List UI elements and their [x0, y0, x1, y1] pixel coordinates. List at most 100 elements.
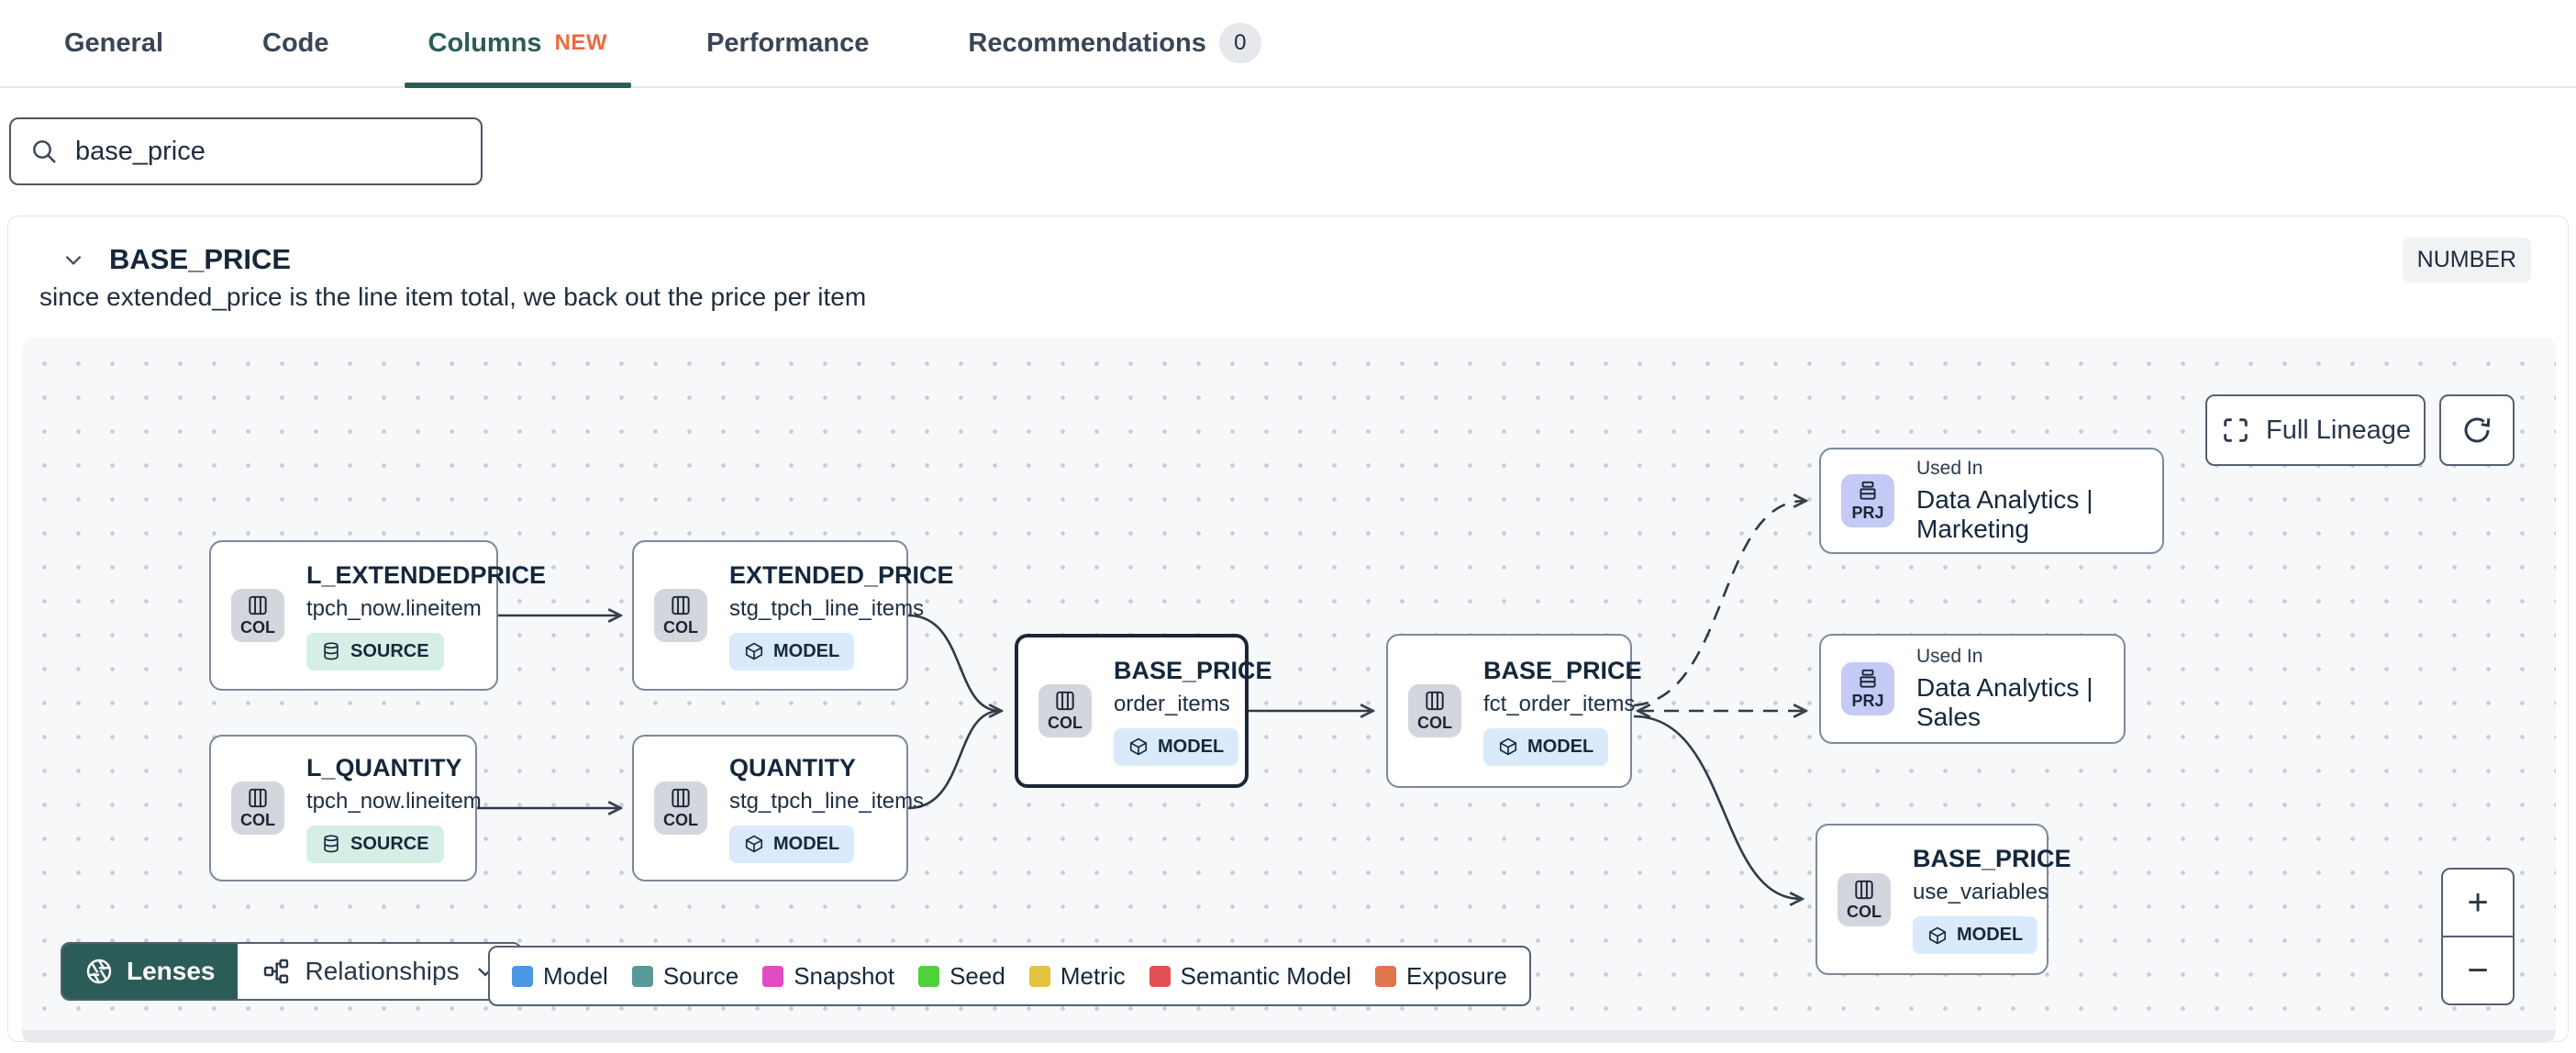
- model-badge: MODEL: [1483, 727, 1609, 766]
- lineage-node-base-price-fct-order-items[interactable]: COL BASE_PRICE fct_order_items MODEL: [1386, 634, 1642, 788]
- used-in-label: Used In: [1916, 646, 1983, 667]
- lineage-node-l-extendedprice[interactable]: COL L_EXTENDEDPRICE tpch_now.lineitem SO…: [209, 540, 546, 691]
- legend-swatch-seed: [918, 965, 940, 987]
- legend-item-snapshot: Snapshot: [762, 962, 894, 991]
- node-subtitle: tpch_now.lineitem: [306, 595, 482, 621]
- collapse-chevron-icon[interactable]: [61, 248, 85, 272]
- lineage-node-used-in-marketing[interactable]: PRJ Used In Data Analytics | Marketing: [1819, 448, 2164, 554]
- lineage-node-base-price-use-variables[interactable]: COL BASE_PRICE use_variables MODEL: [1815, 824, 2071, 975]
- node-title: BASE_PRICE: [1913, 845, 2071, 872]
- legend-swatch-model: [512, 965, 533, 987]
- model-badge: MODEL: [729, 632, 855, 671]
- lineage-node-used-in-sales[interactable]: PRJ Used In Data Analytics | Sales: [1819, 634, 2126, 744]
- refresh-icon: [2464, 417, 2491, 443]
- column-icon: [1855, 880, 1873, 899]
- legend-item-source: Source: [631, 962, 738, 991]
- legend-swatch-metric: [1028, 965, 1050, 987]
- column-search: [9, 117, 483, 185]
- node-title: QUANTITY: [729, 753, 856, 781]
- node-subtitle: fct_order_items: [1483, 691, 1636, 716]
- node-title: L_QUANTITY: [306, 753, 462, 781]
- column-chip: COL: [654, 589, 707, 642]
- column-chip: COL: [1838, 872, 1891, 926]
- tab-columns[interactable]: Columns NEW: [404, 0, 632, 88]
- active-tab-underline: [404, 83, 632, 88]
- legend-item-seed: Seed: [918, 962, 1005, 991]
- zoom-controls: + −: [2441, 868, 2515, 1005]
- model-badge: MODEL: [1913, 916, 2038, 954]
- column-icon: [672, 788, 690, 808]
- new-badge: NEW: [554, 30, 608, 55]
- column-icon: [249, 595, 267, 615]
- tab-bar: General Code Columns NEW Performance Rec…: [0, 0, 2576, 88]
- cube-icon: [1499, 737, 1517, 756]
- column-chip: COL: [231, 781, 284, 835]
- zoom-out-button[interactable]: −: [2467, 949, 2489, 991]
- node-title: EXTENDED_PRICE: [729, 560, 954, 589]
- node-type-legend: Model Source Snapshot Seed Metric Semant…: [488, 946, 1531, 1006]
- column-panel: BASE_PRICE NUMBER since extended_price i…: [7, 216, 2569, 1043]
- recommendations-count-badge: 0: [1218, 23, 1261, 63]
- legend-item-semantic-model: Semantic Model: [1149, 962, 1351, 991]
- column-chip: COL: [654, 781, 707, 835]
- used-in-title: Data Analytics | Sales: [1916, 673, 2093, 731]
- column-name: BASE_PRICE: [109, 243, 292, 275]
- lenses-control: Lenses Relationships: [61, 942, 522, 1001]
- node-subtitle: stg_tpch_line_items: [729, 595, 925, 621]
- zoom-in-button[interactable]: +: [2443, 870, 2513, 937]
- model-badge: MODEL: [1114, 727, 1239, 766]
- node-subtitle: order_items: [1114, 691, 1230, 716]
- lineage-node-l-quantity[interactable]: COL L_QUANTITY tpch_now.lineitem SOURCE: [209, 735, 482, 881]
- project-icon: [1860, 669, 1876, 688]
- cube-icon: [1928, 926, 1947, 944]
- expand-icon: [2224, 418, 2248, 442]
- lenses-button[interactable]: Lenses: [62, 944, 238, 999]
- model-badge: MODEL: [729, 825, 855, 863]
- legend-swatch-source: [631, 965, 653, 987]
- legend-swatch-snapshot: [762, 965, 784, 987]
- column-header-row: BASE_PRICE NUMBER: [8, 216, 2568, 283]
- column-description: since extended_price is the line item to…: [39, 283, 867, 311]
- lineage-node-quantity[interactable]: COL QUANTITY stg_tpch_line_items MODEL: [632, 735, 924, 881]
- tab-general[interactable]: General: [64, 28, 163, 58]
- relationships-dropdown[interactable]: Relationships: [237, 944, 520, 999]
- lineage-canvas[interactable]: COL L_EXTENDEDPRICE tpch_now.lineitem SO…: [22, 338, 2556, 1043]
- project-chip: PRJ: [1841, 474, 1894, 527]
- refresh-button[interactable]: [2439, 394, 2515, 466]
- lineage-node-extended-price[interactable]: COL EXTENDED_PRICE stg_tpch_line_items M…: [632, 540, 954, 691]
- lineage-node-base-price-order-items[interactable]: COL BASE_PRICE order_items MODEL: [1015, 634, 1272, 788]
- column-icon: [1426, 691, 1444, 711]
- tab-performance[interactable]: Performance: [706, 28, 870, 58]
- column-chip: COL: [1408, 684, 1461, 737]
- used-in-label: Used In: [1916, 458, 1983, 479]
- legend-item-metric: Metric: [1028, 962, 1126, 991]
- relationships-icon: [263, 959, 288, 984]
- full-lineage-button[interactable]: Full Lineage: [2205, 394, 2426, 466]
- column-chip: COL: [231, 589, 284, 642]
- cube-icon: [745, 642, 763, 660]
- search-input[interactable]: [75, 136, 462, 167]
- cube-icon: [1129, 737, 1148, 756]
- column-chip: COL: [1038, 684, 1092, 737]
- node-title: L_EXTENDEDPRICE: [306, 560, 547, 589]
- database-icon: [324, 642, 339, 660]
- legend-swatch-exposure: [1375, 965, 1397, 987]
- used-in-title: Data Analytics | Marketing: [1916, 485, 2093, 543]
- column-type-badge: NUMBER: [2402, 237, 2531, 283]
- node-subtitle: stg_tpch_line_items: [729, 788, 925, 814]
- search-icon: [33, 140, 56, 163]
- node-subtitle: tpch_now.lineitem: [306, 788, 482, 814]
- cube-icon: [745, 835, 763, 853]
- tab-recommendations[interactable]: Recommendations 0: [944, 0, 1284, 86]
- database-icon: [324, 835, 339, 853]
- legend-swatch-semantic-model: [1149, 965, 1171, 987]
- legend-item-exposure: Exposure: [1375, 962, 1507, 991]
- source-badge: SOURCE: [306, 632, 444, 671]
- tab-code[interactable]: Code: [262, 28, 329, 58]
- column-icon: [249, 788, 267, 808]
- canvas-scrollbar-track[interactable]: [22, 1030, 2556, 1043]
- column-icon: [672, 595, 690, 615]
- node-subtitle: use_variables: [1913, 880, 2049, 904]
- column-icon: [1056, 691, 1074, 711]
- aperture-icon: [86, 959, 112, 984]
